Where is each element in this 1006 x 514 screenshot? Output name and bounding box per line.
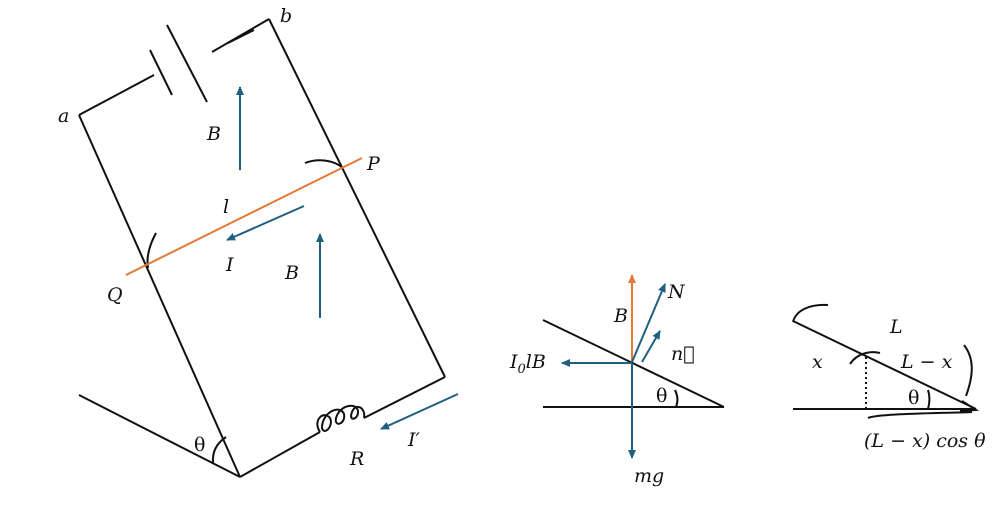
top-wire-left bbox=[78, 74, 155, 116]
bottom-wire-right bbox=[363, 376, 446, 419]
brace-split bbox=[849, 351, 881, 365]
geometry-diagram bbox=[792, 303, 980, 419]
label-normal-force: N bbox=[667, 281, 686, 303]
circuit-diagram bbox=[78, 18, 446, 478]
label-theta-mid: θ bbox=[656, 385, 667, 407]
label-magnetic-force-i: I bbox=[509, 351, 518, 373]
corner-arrow bbox=[959, 400, 980, 412]
label-x: x bbox=[812, 351, 823, 373]
bottom-wire-left bbox=[239, 431, 321, 478]
label-magnetic-force-rest: lB bbox=[526, 351, 546, 373]
label-l-minus-x: L − x bbox=[900, 351, 953, 373]
label-current-bottom: I′ bbox=[407, 429, 421, 451]
label-theta-right: θ bbox=[908, 387, 919, 409]
unit-normal-arrow bbox=[641, 330, 661, 363]
top-wire-right bbox=[211, 18, 270, 53]
ground-line bbox=[78, 394, 241, 478]
label-field-top: B bbox=[206, 123, 221, 145]
label-rod-length: l bbox=[223, 196, 229, 218]
label-resistor: R bbox=[349, 448, 364, 470]
label-length-l: L bbox=[889, 316, 903, 338]
label-b: b bbox=[280, 5, 292, 27]
angle-arc-right bbox=[927, 389, 931, 410]
battery-long-plate bbox=[166, 24, 208, 103]
incline-line-mid bbox=[542, 319, 725, 408]
rod-pq bbox=[125, 157, 363, 276]
left-rail bbox=[78, 114, 241, 478]
incline-line-right bbox=[792, 320, 977, 410]
label-force-b: B bbox=[613, 305, 628, 327]
label-current-rod: I bbox=[225, 254, 234, 276]
current-arrow-bottom bbox=[380, 393, 459, 430]
resistor-coil bbox=[316, 404, 366, 433]
contact-mark-p bbox=[304, 159, 344, 169]
label-p: P bbox=[366, 153, 381, 175]
force-arrow-normal bbox=[631, 283, 666, 363]
label-weight: mg bbox=[634, 465, 664, 487]
right-rail bbox=[268, 18, 446, 378]
force-diagram bbox=[542, 274, 725, 459]
label-magnetic-force-sub: 0 bbox=[518, 362, 526, 377]
current-arrow-rod bbox=[226, 205, 305, 241]
label-magnetic-force: I0lB bbox=[509, 351, 546, 377]
brace-end bbox=[963, 344, 973, 397]
brace-l-start bbox=[792, 303, 829, 323]
label-q: Q bbox=[107, 284, 123, 306]
label-field-mid: B bbox=[284, 262, 299, 284]
angle-arc-mid bbox=[674, 389, 679, 408]
battery-short-plate bbox=[149, 49, 173, 96]
brace-projection bbox=[867, 411, 973, 419]
label-projection: (L − x) cos θ bbox=[864, 430, 986, 452]
wire-bump bbox=[227, 29, 255, 44]
label-a: a bbox=[58, 105, 69, 127]
label-unit-normal: n⃗ bbox=[671, 343, 695, 365]
label-theta-left: θ bbox=[194, 434, 205, 456]
angle-arc-left bbox=[211, 436, 227, 464]
